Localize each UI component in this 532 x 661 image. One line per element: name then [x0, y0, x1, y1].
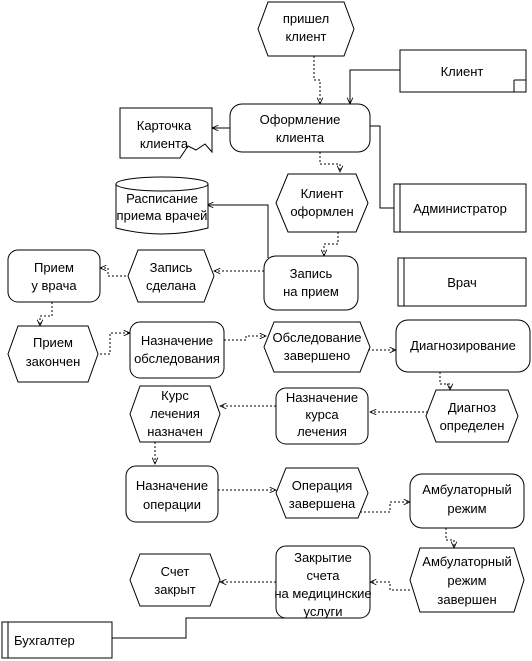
function-appointment[interactable]: Запись на прием — [263, 255, 359, 311]
function-client-registration[interactable]: Оформление клиента — [229, 103, 371, 153]
document-client-card-line2: клиента — [140, 136, 189, 151]
function-ambulatory-mode[interactable]: Амбулаторный режим — [409, 473, 525, 529]
org-doctor-label: Врач — [447, 275, 477, 290]
event-client-registered-line2: оформлен — [290, 204, 353, 219]
event-exam-finished[interactable]: Обследование завершено — [263, 321, 371, 373]
event-client-registered[interactable]: Клиент оформлен — [275, 173, 369, 233]
datastore-doctor-schedule-line1: Расписание — [126, 191, 198, 206]
org-administrator-label: Администратор — [413, 201, 507, 216]
function-exam-assignment-line1: Назначение — [141, 333, 213, 348]
event-course-assigned-line2: лечения — [150, 406, 200, 421]
function-client-registration-line2: клиента — [276, 130, 325, 145]
event-surgery-finished-line1: Операция — [292, 478, 353, 493]
org-doctor[interactable]: Врач — [397, 257, 527, 307]
event-appointment-made-line2: сделана — [146, 278, 197, 293]
function-doctor-visit[interactable]: Прием у врача — [7, 249, 101, 303]
event-exam-finished-line2: завершено — [284, 348, 350, 363]
function-course-assignment[interactable]: Назначение курса лечения — [275, 387, 369, 445]
function-appointment-line2: на прием — [283, 284, 339, 299]
event-client-arrived-line2: клиент — [285, 29, 326, 44]
function-surgery-assignment-line1: Назначение — [136, 478, 208, 493]
flow-exam-to-done — [224, 336, 266, 341]
event-ambulatory-finished[interactable]: Амбулаторный режим завершен — [409, 547, 525, 613]
flow-diag-to-diagnosis — [439, 372, 450, 390]
flow-surgerydone-to-amb — [356, 502, 410, 513]
connectors — [40, 56, 454, 639]
document-client-card-line1: Карточка — [137, 118, 192, 133]
org-accountant-label: Бухгалтер — [14, 633, 75, 648]
function-course-assignment-line2: курса — [305, 407, 339, 422]
function-doctor-visit-line2: у врача — [31, 278, 77, 293]
function-client-registration-line1: Оформление — [260, 112, 341, 127]
function-ambulatory-mode-line1: Амбулаторный — [422, 482, 511, 497]
event-diagnosis-made[interactable]: Диагноз определен — [425, 389, 519, 443]
function-exam-assignment[interactable]: Назначение обследования — [129, 321, 225, 379]
event-visit-finished[interactable]: Прием закончен — [7, 325, 99, 383]
link-client-to-registration — [350, 69, 400, 104]
flow-registration-to-registered — [319, 152, 340, 172]
event-client-registered-line1: Клиент — [301, 186, 344, 201]
function-diagnostics-label: Диагнозирование — [410, 338, 516, 353]
function-course-assignment-line1: Назначение — [286, 390, 358, 405]
event-appointment-made[interactable]: Запись сделана — [127, 249, 215, 303]
event-diagnosis-made-line2: определен — [440, 418, 505, 433]
event-client-arrived-line1: пришел — [283, 11, 329, 26]
function-ambulatory-mode-line2: режим — [447, 501, 486, 516]
flow-registered-to-appointment — [324, 232, 339, 256]
org-accountant[interactable]: Бухгалтер — [1, 621, 113, 659]
function-bill-closing-line1: Закрытие — [294, 550, 352, 565]
datastore-doctor-schedule[interactable]: Расписание приема врачей — [115, 176, 209, 235]
link-registration-to-admin — [370, 125, 394, 209]
function-doctor-visit-line1: Прием — [34, 260, 74, 275]
function-diagnostics[interactable]: Диагнозирование — [395, 319, 531, 373]
event-course-assigned[interactable]: Курс лечения назначен — [129, 385, 221, 443]
event-bill-closed[interactable]: Счет закрыт — [129, 553, 221, 607]
function-bill-closing-line2: счета — [307, 568, 341, 583]
flow-done-to-exam — [96, 333, 130, 355]
event-exam-finished-line1: Обследование — [273, 330, 362, 345]
org-client-label: Клиент — [441, 64, 484, 79]
event-visit-finished-line1: Прием — [33, 335, 73, 350]
event-ambulatory-finished-line1: Амбулаторный — [422, 554, 511, 569]
function-exam-assignment-line2: обследования — [134, 351, 220, 366]
flow-visit-to-done — [40, 302, 53, 326]
event-course-assigned-line1: Курс — [161, 388, 189, 403]
datastore-doctor-schedule-line2: приема врачей — [117, 208, 208, 223]
link-appointment-to-schedule — [207, 205, 269, 258]
function-course-assignment-line3: лечения — [297, 424, 347, 439]
flow-start-to-registration — [313, 56, 320, 104]
flow-made-to-visit — [100, 268, 130, 277]
function-bill-closing[interactable]: Закрытие счета на медицинские услуги — [274, 545, 372, 619]
function-surgery-assignment-line2: операции — [143, 497, 201, 512]
event-bill-closed-line2: закрыт — [154, 582, 195, 597]
org-administrator[interactable]: Администратор — [393, 183, 527, 233]
event-surgery-finished[interactable]: Операция завершена — [275, 467, 369, 519]
function-bill-closing-line4: услуги — [304, 604, 343, 619]
event-visit-finished-line2: закончен — [26, 354, 81, 369]
event-ambulatory-finished-line3: завершен — [437, 592, 496, 607]
event-client-arrived[interactable]: пришел клиент — [257, 1, 355, 57]
org-client[interactable]: Клиент — [399, 49, 527, 93]
event-course-assigned-line3: назначен — [147, 424, 203, 439]
flow-ambdone-to-bill — [370, 582, 410, 591]
function-appointment-line1: Запись — [290, 266, 333, 281]
event-diagnosis-made-line1: Диагноз — [448, 400, 496, 415]
event-ambulatory-finished-line2: режим — [447, 573, 486, 588]
function-bill-closing-line3: на медицинские — [274, 586, 371, 601]
function-surgery-assignment[interactable]: Назначение операции — [125, 465, 219, 523]
event-bill-closed-line1: Счет — [161, 564, 190, 579]
flow-amb-to-ambdone — [445, 528, 454, 548]
event-surgery-finished-line2: завершена — [289, 496, 356, 511]
event-appointment-made-line1: Запись — [150, 260, 193, 275]
link-bill-to-accountant — [112, 617, 300, 639]
document-client-card[interactable]: Карточка клиента — [119, 107, 213, 159]
